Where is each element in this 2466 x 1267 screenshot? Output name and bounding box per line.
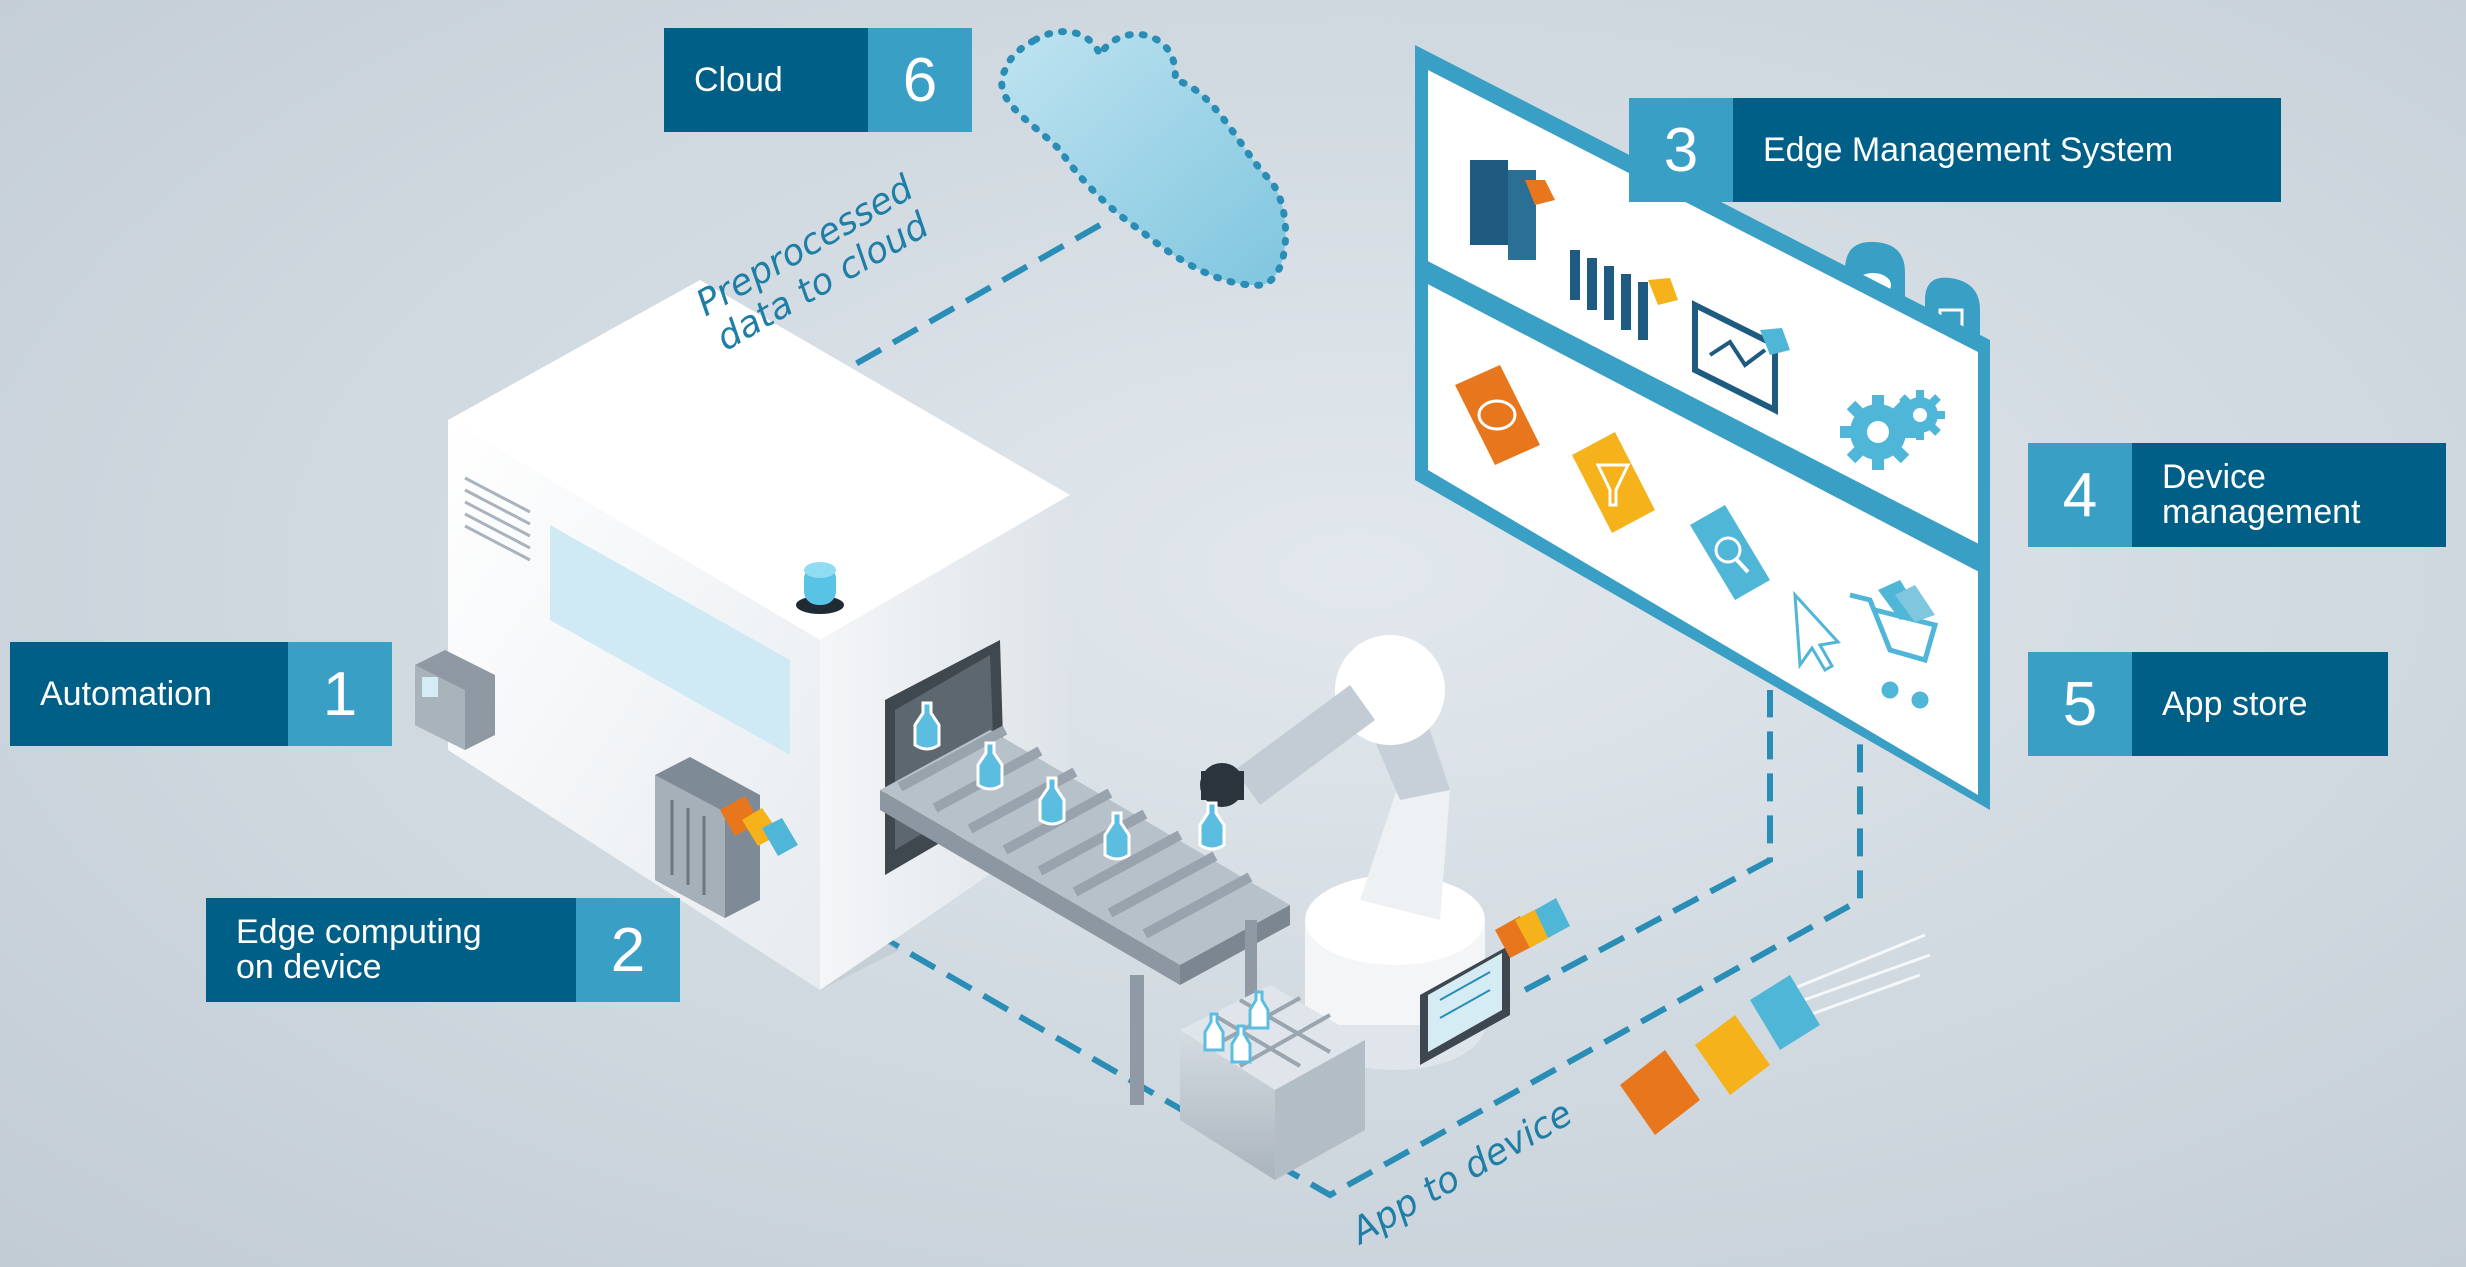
callout-edge-mgmt-label: Edge Management System <box>1733 98 2281 202</box>
callout-device-mgmt-number: 4 <box>2028 443 2132 547</box>
bottle-crate <box>1180 985 1365 1180</box>
callout-automation-number: 1 <box>288 642 392 746</box>
callout-automation-label: Automation <box>10 642 288 746</box>
edge-device-icon <box>655 757 798 918</box>
callout-edge-computing-line1: Edge computing <box>236 913 482 951</box>
apps-to-device-icons <box>1620 933 1931 1135</box>
callout-cloud-label: Cloud <box>664 28 868 132</box>
callout-edge-management-system: 3 Edge Management System <box>1629 98 2281 202</box>
callout-device-mgmt-line1: Device <box>2162 458 2266 496</box>
callout-device-mgmt-line2: management <box>2162 493 2361 531</box>
callout-app-store-number: 5 <box>2028 652 2132 756</box>
callout-edge-computing-line2: on device <box>236 948 382 986</box>
callout-edge-computing-number: 2 <box>576 898 680 1002</box>
device-management-icons <box>1470 160 1790 415</box>
app-store-icons <box>1455 365 1939 709</box>
callout-device-mgmt-label: Device management <box>2132 443 2446 547</box>
cloud-icon <box>998 28 1290 289</box>
callout-automation: Automation 1 <box>10 642 392 746</box>
plc-device-icon <box>415 650 495 750</box>
callout-edge-computing-label: Edge computing on device <box>206 898 576 1002</box>
funnel-app-icon <box>1572 432 1655 533</box>
callout-device-management: 4 Device management <box>2028 443 2446 547</box>
signal-light-icon <box>796 562 844 614</box>
cursor-icon <box>1793 590 1841 673</box>
callout-app-store: 5 App store <box>2028 652 2388 756</box>
callout-cloud-number: 6 <box>868 28 972 132</box>
callout-cloud: Cloud 6 <box>664 28 972 132</box>
gear-icon <box>1840 390 1945 470</box>
edge-management-screen <box>1415 45 1990 810</box>
magnifier-app-icon <box>1690 505 1770 600</box>
brain-app-icon <box>1455 365 1540 465</box>
shopping-cart-icon <box>1849 580 1939 709</box>
hmi-panel-icon <box>1420 898 1570 1065</box>
callout-app-store-label: App store <box>2132 652 2388 756</box>
callout-edge-computing: Edge computing on device 2 <box>206 898 680 1002</box>
bottle-icon <box>913 701 1131 861</box>
callout-edge-mgmt-number: 3 <box>1629 98 1733 202</box>
